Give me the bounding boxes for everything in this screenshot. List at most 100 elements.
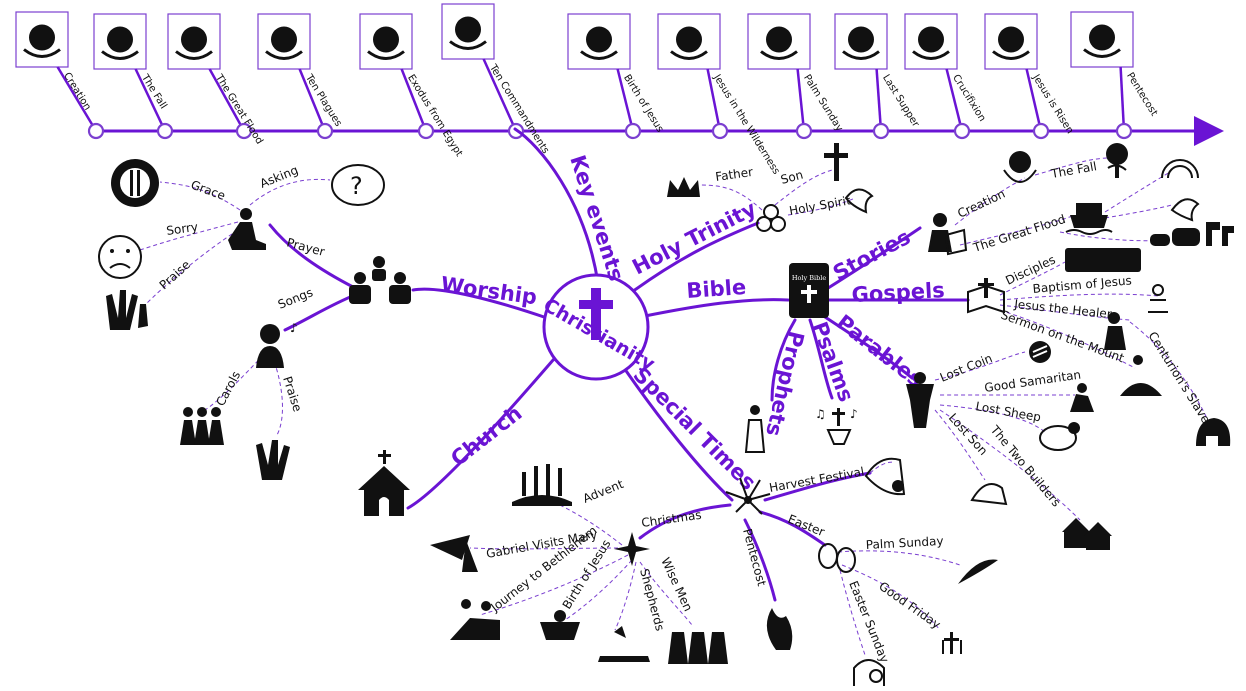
timeline-node[interactable] [953,122,971,140]
timeline-connector [875,68,883,132]
jesus-teaching-icon [906,372,934,428]
sermon-icon [1120,355,1162,396]
timeline-node[interactable] [156,122,174,140]
lost-son-icon [970,483,1008,506]
carols-label: Carols [213,369,243,409]
praise-label: Praise [157,258,193,293]
svg-text:♪: ♪ [850,407,858,421]
timeline-node[interactable] [235,122,253,140]
branch-harvest [763,471,872,502]
timeline-node[interactable] [417,122,435,140]
disciples-icon [1065,248,1141,272]
timeline-connector [796,68,806,132]
timeline-connector [482,58,518,132]
father-label: Father [714,165,753,184]
timeline-node[interactable] [1032,122,1050,140]
angel-gabriel-icon [430,535,478,572]
prayer-label: Prayer [285,235,326,259]
timeline-event[interactable]: The Fall [93,13,174,140]
timeline-node[interactable] [1115,122,1133,140]
palm-sunday-label: Palm Sunday [865,534,943,552]
ark-icon [175,26,213,60]
samaritan-label: Good Samaritan [983,368,1081,395]
timeline-node[interactable] [872,122,890,140]
timeline-connector [945,68,964,132]
earth-in-hands-icon [23,24,61,58]
timeline-node[interactable] [795,122,813,140]
timeline-connector [1119,66,1126,132]
timeline-event[interactable]: Birth of Jesus [567,13,665,140]
timeline-connector [134,68,167,132]
branches [268,127,970,602]
branch-bible [643,298,790,318]
story-flood-label: The Great Flood [971,212,1067,255]
dove-branch-icon [1170,198,1200,222]
psalms-music-icon: ♫ ♪ [815,407,858,445]
empty-tomb-icon [992,26,1030,60]
sheep-icon [1039,422,1080,451]
timeline-node[interactable] [711,122,729,140]
icons: ? ♪ [98,143,1234,686]
baptism-icon [1148,284,1168,313]
timeline-node[interactable] [87,122,105,140]
bible-icon[interactable]: Holy Bible [789,263,829,318]
plagues-icon [265,26,303,60]
branch-prayer [268,223,357,290]
bible-label: Bible [686,275,747,303]
key-events-label: Key events [565,152,628,284]
manger-icon [540,610,580,640]
branch-christmas [638,503,732,540]
three-crosses-small-icon [942,632,962,654]
timeline-event[interactable]: Ten Plagues [257,13,344,140]
story-fall-label: The Fall [1049,159,1098,181]
praying-person-icon [228,208,266,250]
singing-woman-icon: ♪ [256,321,298,368]
harvest-cornucopia-icon [864,457,906,496]
christmas-star-icon [614,532,650,566]
branch-songs [283,293,357,332]
timeline-event[interactable]: Jesus is Risen [984,13,1075,140]
earth-hands-icon [1003,151,1037,183]
houses-icon [1062,518,1112,550]
asking-label: Asking [258,163,300,191]
shepherds-label: Shepherds [637,567,667,632]
son-cross-icon [824,143,848,181]
timeline-event[interactable]: Ten Commandments [441,3,551,156]
easter-label: Easter [786,512,827,539]
grace-plate-icon [111,159,159,207]
palm-leaf-icon [958,559,998,584]
timeline-node[interactable] [316,122,334,140]
songs-praise-label: Praise [280,375,305,414]
timeline-connector [1025,68,1043,132]
branch-worship [411,287,549,320]
timeline-connector [400,68,428,132]
timeline-event-label: Creation [61,71,93,113]
branch-easter [758,510,827,547]
timeline-event[interactable]: Pentecost [1070,11,1159,140]
lost-sheep-label: Lost Sheep [974,399,1042,424]
timeline-node[interactable] [624,122,642,140]
timeline-event[interactable]: Creation [15,11,105,140]
cross-icon [579,288,613,340]
timeline-event[interactable]: The Great Flood [167,13,265,146]
timeline-connector [706,68,722,132]
branch-prophets [770,318,797,402]
prophets-label: Prophets [761,329,808,439]
timeline-event[interactable]: Palm Sunday [747,13,845,140]
journey-donkey-icon [450,599,500,640]
grace-label: Grace [189,178,227,203]
sorry-label: Sorry [165,220,198,238]
timeline-event-label: Exodus from Egypt [405,73,464,159]
songs-label: Songs [276,285,315,312]
rainbow-icon [1161,159,1199,179]
sad-face-icon [98,235,142,279]
question-bubble-icon: ? [331,164,385,206]
branch-holy-trinity [630,221,760,294]
ark-icon [1065,203,1113,235]
christmas-label: Christmas [640,508,702,530]
worship-label: Worship [439,272,538,309]
center-node[interactable]: Christianity [540,273,659,381]
raised-hands-icon [106,290,148,330]
gospels-label: Gospels [851,278,945,307]
